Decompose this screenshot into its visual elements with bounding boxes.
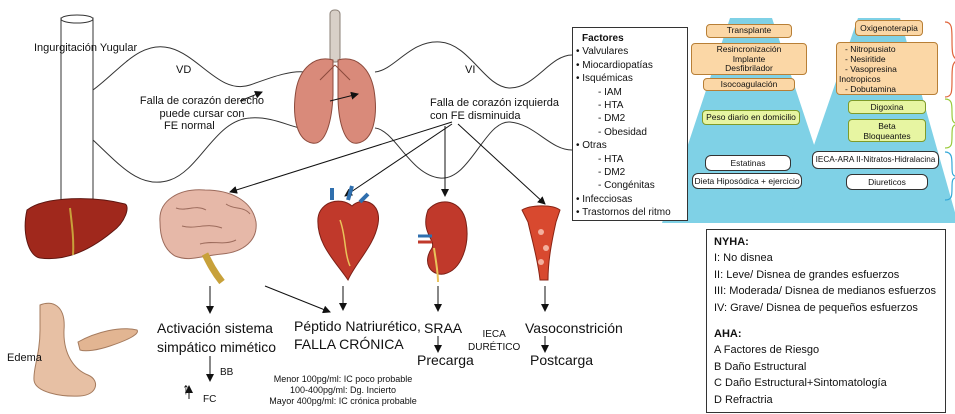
peptide-line: Péptido Natriurético, (294, 317, 421, 335)
statins-box: Estatinas (705, 155, 791, 171)
fc-up-arrow: ↑ (182, 381, 190, 399)
drug-line: - Nesiritide (845, 54, 937, 64)
edema-foot-icon (34, 303, 138, 396)
sraa-label: SRAA (424, 320, 462, 336)
nyha-class: IV: Grave/ Disnea de pequeños esfuerzos (714, 300, 938, 316)
factor-item: Valvulares (576, 45, 684, 58)
bb-label: BB (220, 367, 233, 378)
precarga-label: Precarga (417, 352, 474, 368)
drug-line: Inotropicos (839, 74, 937, 84)
risk-factors-box: Factores ValvularesMiocardiopatíasIsquém… (572, 27, 688, 221)
aha-stage: C Daño Estructural+Sintomatología (714, 375, 938, 391)
sympathetic-activation: Activación sistema simpático mimético (157, 319, 276, 357)
digoxin-box: Digoxina (848, 100, 926, 114)
factor-item: Miocardiopatías (576, 59, 684, 72)
inotropic-drugs-box: - Nitropusiato - Nesiritide - Vasopresin… (836, 42, 938, 95)
nyha-class: II: Leve/ Disnea de grandes esfuerzos (714, 267, 938, 283)
left-hf-line: Falla de corazón izquierda (430, 97, 559, 110)
natriuretic-peptide: Péptido Natriurético, FALLA CRÓNICA (294, 317, 421, 353)
oxygen-therapy-box: Oxigenoterapia (855, 20, 923, 36)
right-hf-line: puede cursar con (127, 108, 277, 121)
nyha-class: III: Moderada/ Disnea de medianos esfuer… (714, 283, 938, 299)
peptide-level-item: Menor 100pg/ml: IC poco probable (262, 374, 424, 385)
right-heart-failure-text: Falla de corazón derecho puede cursar co… (127, 95, 277, 133)
transplante-box: Transplante (706, 24, 792, 38)
kidney-icon (418, 202, 467, 282)
left-hf-line: con FE disminuida (430, 110, 559, 123)
vi-label: VI (465, 64, 475, 76)
aha-stage: D Refractria (714, 392, 938, 408)
factor-subitem: IAM (576, 86, 684, 99)
fc-label: FC (203, 394, 216, 405)
peptide-level-item: 100-400pg/ml: Dg. Incierto (262, 385, 424, 396)
activation-line: Activación sistema (157, 319, 276, 338)
nyha-title: NYHA: (714, 234, 938, 250)
factor-subitem: Obesidad (576, 126, 684, 139)
lungs-icon (295, 10, 376, 143)
vasoconstriction-label: Vasoconstrición (525, 320, 623, 336)
aha-title: AHA: (714, 326, 938, 342)
diet-exercise-box: Dieta Hiposódica + ejercicio (692, 173, 802, 189)
aha-stage: A Factores de Riesgo (714, 342, 938, 358)
daily-weight-box: Peso diario en domicilio (702, 110, 800, 125)
drug-line: - Dobutamina (845, 84, 937, 94)
ieca-diuretico-label: IECA DURÉTICO (468, 328, 520, 354)
right-hf-line: FE normal (127, 120, 277, 133)
activation-line: simpático mimético (157, 338, 276, 357)
factor-subitem: DM2 (576, 166, 684, 179)
liver-icon (25, 199, 127, 259)
postcarga-label: Postcarga (530, 352, 593, 368)
peptide-levels: Menor 100pg/ml: IC poco probable 100-400… (262, 374, 424, 407)
edema-label: Edema (7, 352, 42, 364)
ieca-line: IECA (468, 328, 520, 341)
jugular-label: Ingurgitación Yugular (34, 42, 137, 54)
aha-stage: B Daño Estructural (714, 359, 938, 375)
resynchronization-box: Resincronización Implante Desfibrilador (691, 43, 807, 75)
drug-line: - Nitropusiato (845, 44, 937, 54)
isocoagulacion-box: Isocoagulación (703, 78, 795, 91)
factor-subitem: DM2 (576, 112, 684, 125)
diuretics-box: Diureticos (846, 174, 928, 190)
factors-title: Factores (582, 32, 684, 45)
factor-item: Infecciosas (576, 193, 684, 206)
beta-blockers-box: Beta Bloqueantes (848, 119, 926, 142)
ieca-line: DURÉTICO (468, 341, 520, 354)
nyha-aha-box: NYHA: I: No disnea II: Leve/ Disnea de g… (706, 229, 946, 413)
drug-line: - Vasopresina (845, 64, 937, 74)
severity-braces (945, 22, 955, 200)
spacer (714, 316, 938, 326)
right-hf-line: Falla de corazón derecho (127, 95, 277, 108)
factors-list: ValvularesMiocardiopatíasIsquémicasIAMHT… (576, 45, 684, 219)
ieca-ara-box: IECA-ARA II-Nitratos-Hidralacina (812, 151, 939, 169)
factor-subitem: HTA (576, 153, 684, 166)
factor-subitem: Congénitas (576, 179, 684, 192)
beta-line: Bloqueantes (849, 131, 925, 141)
resync-line: Desfibrilador (692, 64, 806, 74)
blood-vessel-icon (522, 206, 560, 280)
nyha-class: I: No disnea (714, 250, 938, 266)
peptide-level-item: Mayor 400pg/ml: IC crónica probable (262, 396, 424, 407)
heart-icon (318, 186, 379, 280)
left-heart-failure-text: Falla de corazón izquierda con FE dismin… (430, 97, 559, 122)
beta-line: Beta (849, 121, 925, 131)
factor-item: Isquémicas (576, 72, 684, 85)
factor-item: Trastornos del ritmo (576, 206, 684, 219)
factor-item: Otras (576, 139, 684, 152)
factor-subitem: HTA (576, 99, 684, 112)
peptide-line: FALLA CRÓNICA (294, 335, 421, 353)
vd-label: VD (176, 64, 191, 76)
brain-icon (160, 190, 256, 282)
